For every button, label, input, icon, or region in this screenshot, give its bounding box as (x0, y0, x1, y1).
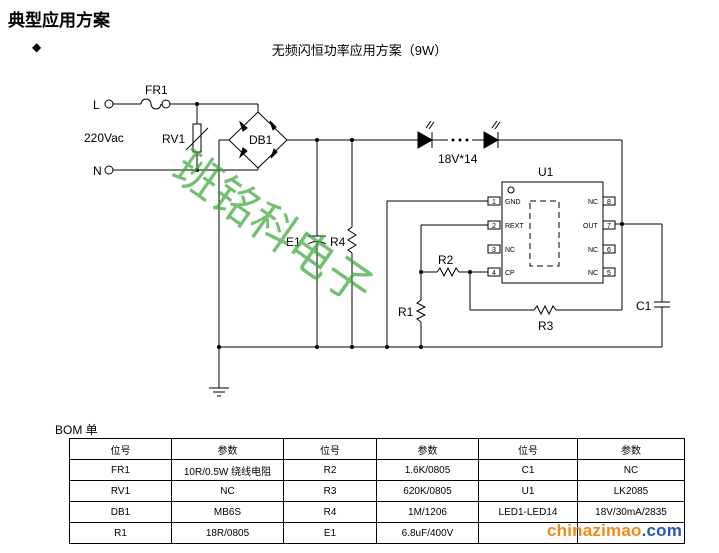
table-cell: 6.8uF/400V (376, 522, 479, 544)
terminal-L (104, 99, 114, 109)
table-row: FR1 10R/0.5W 绕线电阻 R2 1.6K/0805 C1 NC (69, 459, 685, 481)
table-cell: 620K/0805 (376, 480, 479, 502)
header-cell: 位号 (69, 438, 172, 460)
table-cell: MB6S (171, 501, 284, 523)
table-cell: R4 (283, 501, 377, 523)
ic-pad (529, 200, 560, 267)
table-cell: 1.6K/0805 (376, 459, 479, 481)
pin-number: 8 (607, 199, 611, 206)
table-cell: C1 (478, 459, 578, 481)
led-icon (417, 131, 434, 149)
pin-name: NC (505, 247, 515, 254)
pin-name: NC (588, 270, 598, 277)
pin-number: 5 (607, 270, 611, 277)
label-220vac: 220Vac (84, 131, 124, 145)
table-cell: 1M/1206 (376, 501, 479, 523)
table-cell: LK2085 (577, 480, 685, 502)
resistor-R3 (533, 304, 557, 316)
label-R3: R3 (538, 319, 554, 333)
label-RV1: RV1 (162, 132, 185, 146)
pin-name: REXT (505, 223, 524, 230)
table-row: DB1 MB6S R4 1M/1206 LED1-LED14 18V/30mA/… (69, 501, 685, 523)
pin-name: OUT (583, 223, 599, 230)
pin-number: 3 (492, 247, 496, 254)
resistor-R4 (347, 226, 357, 254)
site-brand: chinazimao (547, 521, 642, 540)
pin-number: 6 (607, 247, 611, 254)
table-row: RV1 NC R3 620K/0805 U1 LK2085 (69, 480, 685, 502)
header-cell: 位号 (283, 438, 377, 460)
table-cell: E1 (283, 522, 377, 544)
table-cell: 10R/0.5W 绕线电阻 (171, 459, 284, 481)
label-R4: R4 (330, 235, 346, 249)
table-cell: R2 (283, 459, 377, 481)
label-C1: C1 (636, 299, 652, 313)
resistor-R2 (436, 266, 460, 278)
section-title: 典型应用方案 (8, 11, 110, 30)
resistor-R1 (415, 299, 427, 323)
ic-U1 (501, 181, 604, 284)
table-cell: LED1-LED14 (478, 501, 578, 523)
table-cell: FR1 (69, 459, 172, 481)
terminal-N (104, 165, 114, 175)
header-cell: 参数 (577, 438, 685, 460)
label-FR1: FR1 (145, 83, 168, 97)
bom-table: 位号 参数 位号 参数 位号 参数 FR1 10R/0.5W 绕线电阻 R2 1… (69, 438, 685, 544)
site-watermark: chinazimao.com (547, 521, 682, 541)
pin-name: GND (505, 199, 521, 206)
label-R1: R1 (398, 305, 414, 319)
header-cell: 参数 (171, 438, 284, 460)
bullet-icon: ◆ (32, 40, 42, 54)
pin-name: CP (505, 270, 515, 277)
label-E1: E1 (286, 235, 301, 249)
pin-number: 4 (492, 270, 496, 277)
label-DB1: DB1 (249, 133, 273, 147)
pin-number: 1 (492, 199, 496, 206)
table-cell: NC (171, 480, 284, 502)
table-cell: NC (577, 459, 685, 481)
table-cell (577, 522, 685, 544)
table-cell: R1 (69, 522, 172, 544)
label-R2: R2 (438, 253, 454, 267)
table-row: R1 18R/0805 E1 6.8uF/400V (69, 522, 685, 544)
label-N: N (93, 164, 102, 178)
label-U1: U1 (538, 165, 554, 179)
bom-title: BOM 单 (55, 423, 98, 437)
led-icon (483, 131, 500, 149)
table-cell: R3 (283, 480, 377, 502)
table-cell: DB1 (69, 501, 172, 523)
label-leds: 18V*14 (438, 152, 478, 166)
site-tld: .com (641, 521, 683, 540)
table-header: 位号 参数 位号 参数 位号 参数 (69, 438, 685, 460)
table-cell: 18V/30mA/2835 (577, 501, 685, 523)
table-cell: 18R/0805 (171, 522, 284, 544)
pin-name: NC (588, 247, 598, 254)
fuse-FR1 (140, 98, 162, 110)
pin-number: 2 (492, 223, 496, 230)
table-cell: U1 (478, 480, 578, 502)
circuit-schematic: L FR1 N 220Vac RV1 DB1 18V*14 E1 (84, 83, 670, 397)
table-cell: RV1 (69, 480, 172, 502)
pin-name: NC (588, 199, 598, 206)
label-L: L (93, 98, 100, 112)
header-cell: 位号 (478, 438, 578, 460)
pin-number: 7 (607, 223, 611, 230)
schematic-title: 无频闪恒功率应用方案（9W） (271, 43, 448, 58)
header-cell: 参数 (376, 438, 479, 460)
